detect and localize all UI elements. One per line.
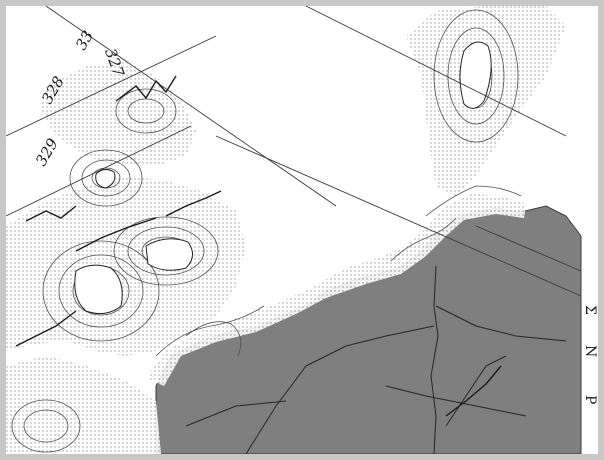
coord-label-1: Σ bbox=[582, 305, 598, 315]
islands bbox=[74, 41, 492, 315]
map-canvas[interactable] bbox=[6, 6, 598, 454]
coord-label-3: Ρ bbox=[582, 395, 598, 405]
coastal-shallows bbox=[6, 6, 566, 454]
coord-label-2: Ν bbox=[582, 345, 598, 358]
lettering-marks bbox=[15, 75, 502, 417]
graticule bbox=[6, 6, 582, 297]
